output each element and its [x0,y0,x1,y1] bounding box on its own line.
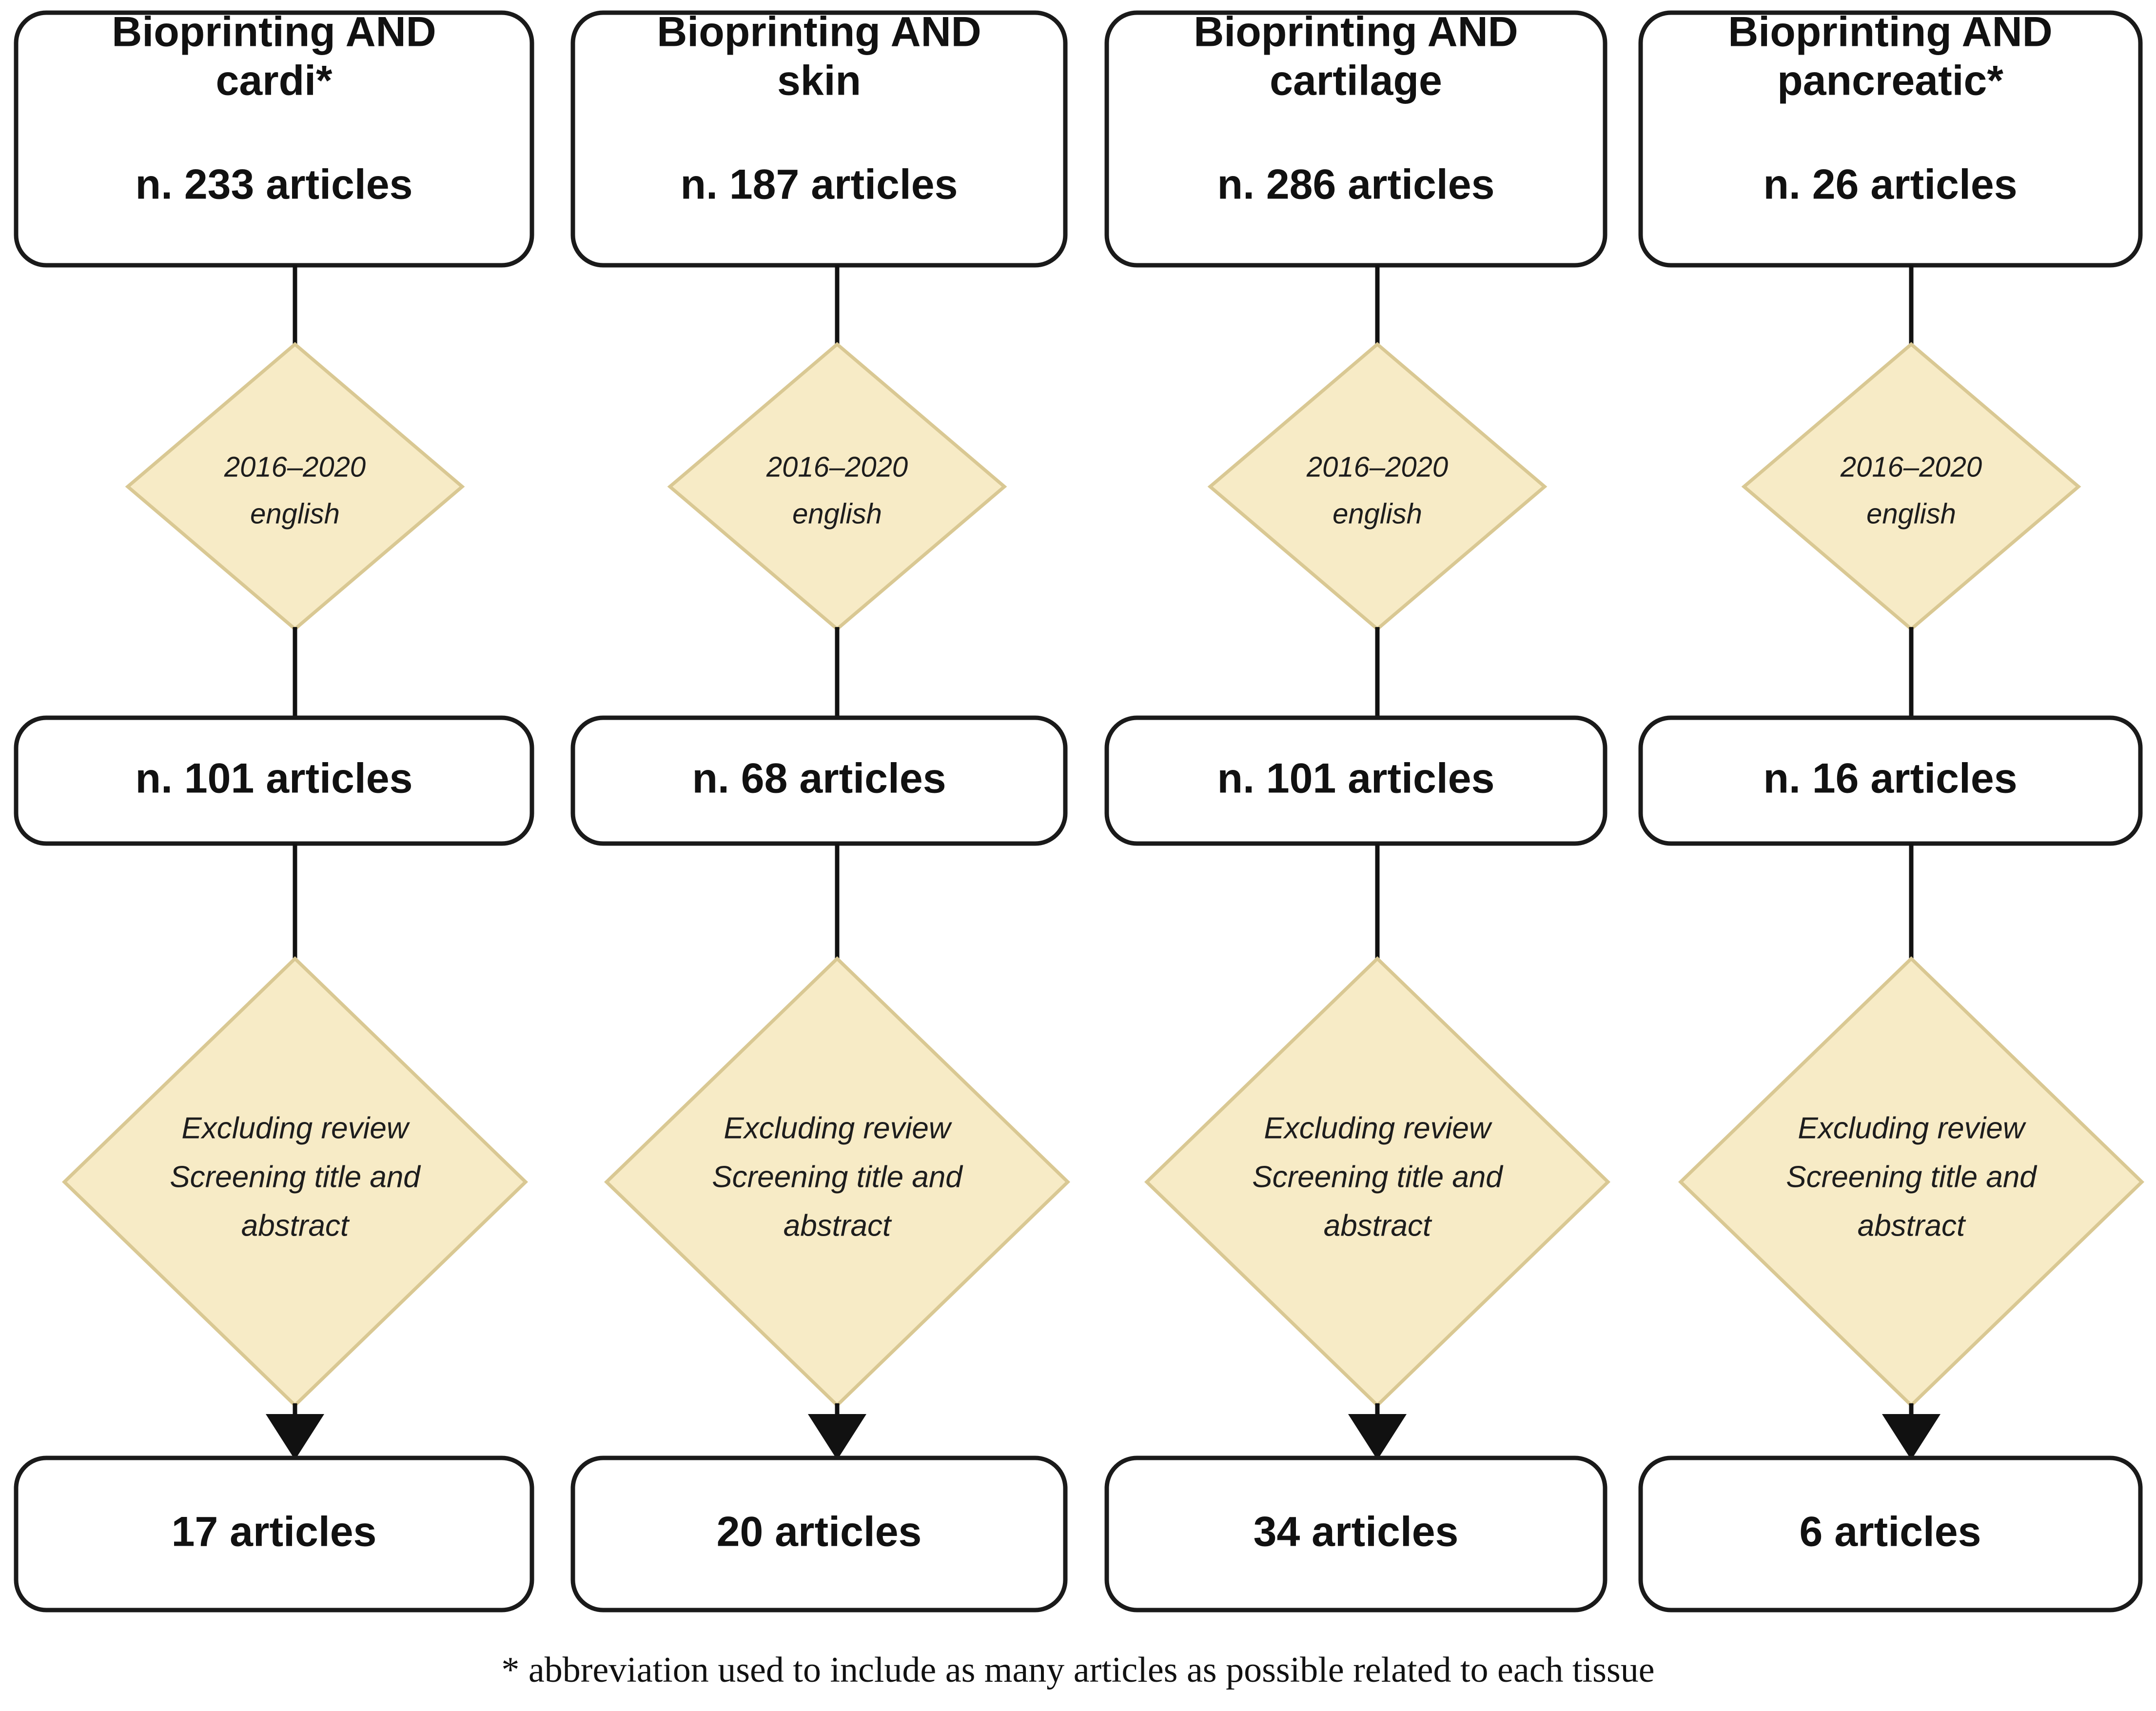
filter-diamond-pancreatic-1[interactable] [1741,342,2081,631]
filter2-label-pancreatic-line3: abstract [1858,1209,1966,1242]
filter2-label-cardi-line1: Excluding review [181,1111,410,1145]
final-count-cartilage: 34 articles [1254,1509,1459,1555]
query-label-skin-line2: skin [777,58,861,104]
filtered-count-pancreatic: n. 16 articles [1763,755,2017,802]
query-label-cardi-line2: cardi* [216,58,333,104]
filter2-label-cardi-line3: abstract [241,1209,350,1242]
filter1-label-cardi-line1: 2016–2020 [224,451,366,483]
filtered-count-cardi: n. 101 articles [136,755,413,802]
filter2-label-cartilage-line1: Excluding review [1264,1111,1492,1145]
query-label-pancreatic-line1: Bioprinting AND [1728,9,2053,56]
filter-diamond-cardi-1[interactable] [125,342,465,631]
initial-count-skin: n. 187 articles [681,161,958,208]
query-label-cartilage-line1: Bioprinting AND [1194,9,1518,56]
filter1-label-cartilage-line1: 2016–2020 [1306,451,1448,483]
filter-diamond-cartilage-1[interactable] [1207,342,1548,631]
filtered-count-box-cartilage[interactable] [1104,715,1607,846]
filter2-label-pancreatic-line2: Screening title and [1786,1160,2038,1194]
filter2-label-cartilage-line2: Screening title and [1252,1160,1504,1194]
filter2-label-skin-line1: Excluding review [724,1111,952,1145]
final-count-box-cartilage[interactable] [1104,1455,1607,1613]
query-box-skin[interactable] [570,10,1068,268]
filter2-label-cardi-line2: Screening title and [170,1160,421,1194]
initial-count-pancreatic: n. 26 articles [1763,161,2017,208]
final-count-box-pancreatic[interactable] [1638,1455,2143,1613]
filter1-label-skin-line1: 2016–2020 [766,451,908,483]
query-label-cardi-line1: Bioprinting AND [112,9,436,56]
final-count-pancreatic: 6 articles [1800,1509,1981,1555]
filtered-count-box-cardi[interactable] [14,715,534,846]
final-count-cardi: 17 articles [172,1509,377,1555]
initial-count-cartilage: n. 286 articles [1217,161,1495,208]
query-label-cartilage-line2: cartilage [1270,58,1442,104]
column-cardi: Bioprinting AND cardi* n. 233 articles 2… [14,9,534,1613]
query-box-cartilage[interactable] [1104,10,1607,268]
query-label-pancreatic-line2: pancreatic* [1777,58,2003,104]
filter2-label-skin-line2: Screening title and [712,1160,963,1194]
arrow-head-icon-skin [808,1414,866,1460]
arrow-head-icon-cartilage [1348,1414,1407,1460]
filter1-label-pancreatic-line1: 2016–2020 [1840,451,1982,483]
arrow-head-icon-pancreatic [1882,1414,1940,1460]
filter-diamond-skin-1[interactable] [667,342,1007,631]
filtered-count-box-pancreatic[interactable] [1638,715,2143,846]
query-box-cardi[interactable] [14,10,534,268]
filter2-label-cartilage-line3: abstract [1324,1209,1432,1242]
filter2-label-pancreatic-line1: Excluding review [1798,1111,2026,1145]
filter1-label-pancreatic-line2: english [1866,498,1956,530]
filtered-count-cartilage: n. 101 articles [1217,755,1495,802]
filtered-count-skin: n. 68 articles [692,755,946,802]
filter1-label-cartilage-line2: english [1333,498,1422,530]
footnote-label: * abbreviation used to include as many a… [501,1650,1654,1690]
query-label-skin-line1: Bioprinting AND [657,9,981,56]
filter2-label-skin-line3: abstract [784,1209,892,1242]
query-box-pancreatic[interactable] [1638,10,2143,268]
filter1-label-cardi-line2: english [250,498,340,530]
column-skin: Bioprinting AND skin n. 187 articles 201… [570,9,1071,1613]
column-cartilage: Bioprinting AND cartilage n. 286 article… [1104,9,1611,1613]
arrow-head-icon-cardi [266,1414,324,1460]
initial-count-cardi: n. 233 articles [136,161,413,208]
column-pancreatic: Bioprinting AND pancreatic* n. 26 articl… [1638,9,2145,1613]
filtered-count-box-skin[interactable] [570,715,1068,846]
final-count-box-skin[interactable] [570,1455,1068,1613]
final-count-box-cardi[interactable] [14,1455,534,1613]
filter1-label-skin-line2: english [792,498,882,530]
final-count-skin: 20 articles [717,1509,922,1555]
